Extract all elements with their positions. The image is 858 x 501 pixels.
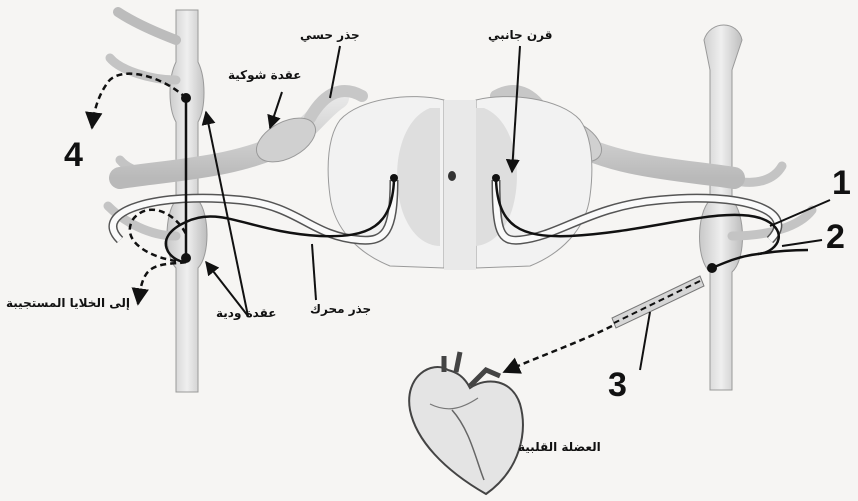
spinal-ganglion-label: عقدة شوكية xyxy=(228,68,302,82)
number-2-label: 2 xyxy=(826,218,845,257)
sensory-root-label: جذر حسي xyxy=(300,28,360,42)
sympathetic-ganglion-label: عقدة ودية xyxy=(216,306,276,320)
lateral-horn-label: قرن جانبي xyxy=(488,28,552,42)
motor-root-label: جذر محرك xyxy=(310,302,371,316)
number-4-label: 4 xyxy=(64,136,83,175)
effector-cells-label: إلى الخلايا المستجيبة xyxy=(6,296,130,310)
heart-icon xyxy=(409,352,523,494)
number-1-label: 1 xyxy=(832,164,851,203)
number-3-label: 3 xyxy=(608,366,627,405)
heart-muscle-label: العضلة القلبية xyxy=(518,440,601,454)
